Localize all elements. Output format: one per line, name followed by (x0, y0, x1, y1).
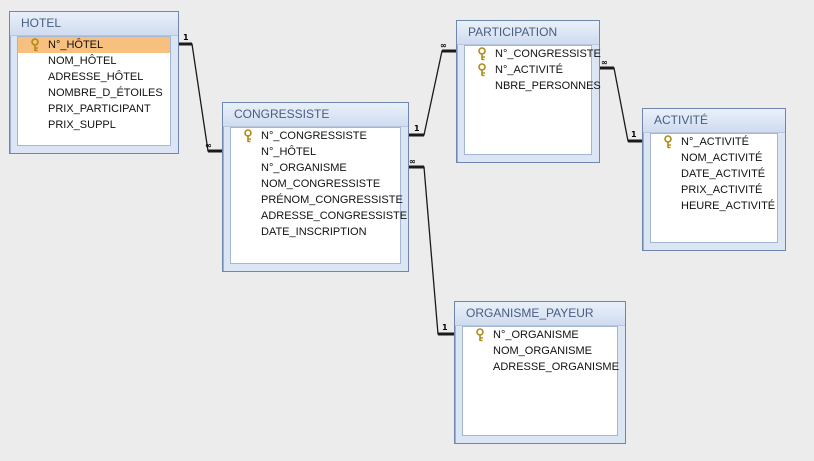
field-name: PRIX_PARTICIPANT (48, 103, 151, 115)
field-row[interactable]: PRIX_SUPPL (18, 117, 170, 133)
relationship-congressiste-participation[interactable]: 1 ∞ (408, 41, 456, 137)
cardinality-many-label: ∞ (409, 157, 416, 166)
field-row[interactable]: N°_ORGANISME (231, 160, 400, 176)
table-congressiste[interactable]: CONGRESSISTE N°_CONGRESSISTE N°_HÔTEL N°… (222, 102, 409, 272)
field-name: N°_HÔTEL (48, 39, 104, 51)
field-list[interactable]: N°_ACTIVITÉ NOM_ACTIVITÉ DATE_ACTIVITÉ P… (650, 133, 778, 243)
field-name: PRIX_ACTIVITÉ (681, 184, 763, 196)
field-name: PRÉNOM_CONGRESSISTE (261, 194, 403, 206)
field-row[interactable]: N°_CONGRESSISTE (465, 46, 601, 62)
field-row[interactable]: NOM_CONGRESSISTE (231, 176, 400, 192)
field-row[interactable]: N°_CONGRESSISTE (231, 128, 400, 144)
field-list[interactable]: N°_CONGRESSISTE N°_ACTIVITÉ NBRE_PERSONN… (464, 45, 601, 155)
key-icon (244, 129, 252, 143)
field-row[interactable]: NBRE_PERSONNES (465, 78, 601, 94)
field-name: N°_ORGANISME (261, 162, 347, 174)
cardinality-one-label: 1 (414, 124, 420, 133)
table-title[interactable]: ACTIVITÉ (643, 109, 785, 133)
field-name: DATE_INSCRIPTION (261, 226, 367, 238)
table-title[interactable]: PARTICIPATION (457, 21, 599, 45)
cardinality-one-label: 1 (442, 323, 448, 332)
field-name: NOM_HÔTEL (48, 55, 117, 67)
cardinality-many-label: ∞ (601, 58, 608, 67)
field-row[interactable]: NOMBRE_D_ÉTOILES (18, 85, 170, 101)
field-row[interactable]: ADRESSE_HÔTEL (18, 69, 170, 85)
key-icon (664, 135, 672, 149)
field-row[interactable]: NOM_HÔTEL (18, 53, 170, 69)
field-name: ADRESSE_HÔTEL (48, 71, 144, 83)
field-name: NOM_ACTIVITÉ (681, 152, 763, 164)
field-row[interactable]: ADRESSE_CONGRESSISTE (231, 208, 407, 224)
cardinality-many-label: ∞ (440, 41, 447, 50)
field-list[interactable]: N°_CONGRESSISTE N°_HÔTEL N°_ORGANISME NO… (230, 127, 407, 264)
field-row[interactable]: HEURE_ACTIVITÉ (651, 198, 777, 214)
table-organisme-payeur[interactable]: ORGANISME_PAYEUR N°_ORGANISME NOM_ORGANI… (454, 301, 626, 444)
relationship-participation-activite[interactable]: ∞ 1 (599, 58, 642, 143)
field-row[interactable]: ADRESSE_ORGANISME (463, 359, 619, 375)
cardinality-many-label: ∞ (205, 141, 212, 150)
relationship-hotel-congressiste[interactable]: 1 ∞ (178, 33, 222, 153)
field-row[interactable]: N°_ACTIVITÉ (465, 62, 591, 78)
field-name: DATE_ACTIVITÉ (681, 168, 766, 180)
field-row[interactable]: N°_HÔTEL (231, 144, 400, 160)
table-title[interactable]: CONGRESSISTE (223, 103, 408, 127)
field-name: PRIX_SUPPL (48, 119, 116, 131)
field-name: HEURE_ACTIVITÉ (681, 200, 776, 212)
field-name: NBRE_PERSONNES (495, 80, 601, 92)
table-title[interactable]: ORGANISME_PAYEUR (455, 302, 625, 326)
field-name: N°_ACTIVITÉ (681, 136, 749, 148)
field-name: NOMBRE_D_ÉTOILES (48, 87, 163, 99)
field-name: N°_ACTIVITÉ (495, 64, 563, 76)
field-row[interactable]: N°_ACTIVITÉ (651, 134, 777, 150)
field-row[interactable]: NOM_ACTIVITÉ (651, 150, 777, 166)
key-icon (476, 328, 484, 342)
field-row[interactable]: NOM_ORGANISME (463, 343, 617, 359)
relationship-congressiste-organisme[interactable]: ∞ 1 (408, 157, 454, 336)
field-row[interactable]: DATE_ACTIVITÉ (651, 166, 777, 182)
field-name: N°_ORGANISME (493, 329, 579, 341)
key-icon (478, 47, 486, 61)
field-row[interactable]: PRÉNOM_CONGRESSISTE (231, 192, 403, 208)
field-row[interactable]: PRIX_ACTIVITÉ (651, 182, 777, 198)
table-participation[interactable]: PARTICIPATION N°_CONGRESSISTE N°_ACTIVIT… (456, 20, 601, 163)
field-row[interactable]: N°_HÔTEL (18, 37, 170, 53)
table-activite[interactable]: ACTIVITÉ N°_ACTIVITÉ NOM_ACTIVITÉ DATE_A… (642, 108, 786, 251)
cardinality-one-label: 1 (631, 130, 637, 139)
field-name: N°_HÔTEL (261, 146, 317, 158)
field-row[interactable]: N°_ORGANISME (463, 327, 617, 343)
field-name: ADRESSE_ORGANISME (493, 361, 619, 373)
field-name: ADRESSE_CONGRESSISTE (261, 210, 408, 222)
field-name: N°_CONGRESSISTE (495, 48, 601, 60)
table-hotel[interactable]: HOTEL N°_HÔTEL NOM_HÔTEL ADRESSE_HÔTEL N… (9, 11, 179, 154)
cardinality-one-label: 1 (183, 33, 189, 42)
table-title[interactable]: HOTEL (10, 12, 178, 36)
field-list[interactable]: N°_HÔTEL NOM_HÔTEL ADRESSE_HÔTEL NOMBRE_… (17, 36, 171, 146)
key-icon (478, 63, 486, 77)
field-row[interactable]: PRIX_PARTICIPANT (18, 101, 170, 117)
field-list[interactable]: N°_ORGANISME NOM_ORGANISME ADRESSE_ORGAN… (462, 326, 619, 436)
field-name: NOM_ORGANISME (493, 345, 593, 357)
field-name: N°_CONGRESSISTE (261, 130, 367, 142)
field-name: NOM_CONGRESSISTE (261, 178, 381, 190)
field-row[interactable]: DATE_INSCRIPTION (231, 224, 400, 240)
key-icon (31, 38, 39, 52)
